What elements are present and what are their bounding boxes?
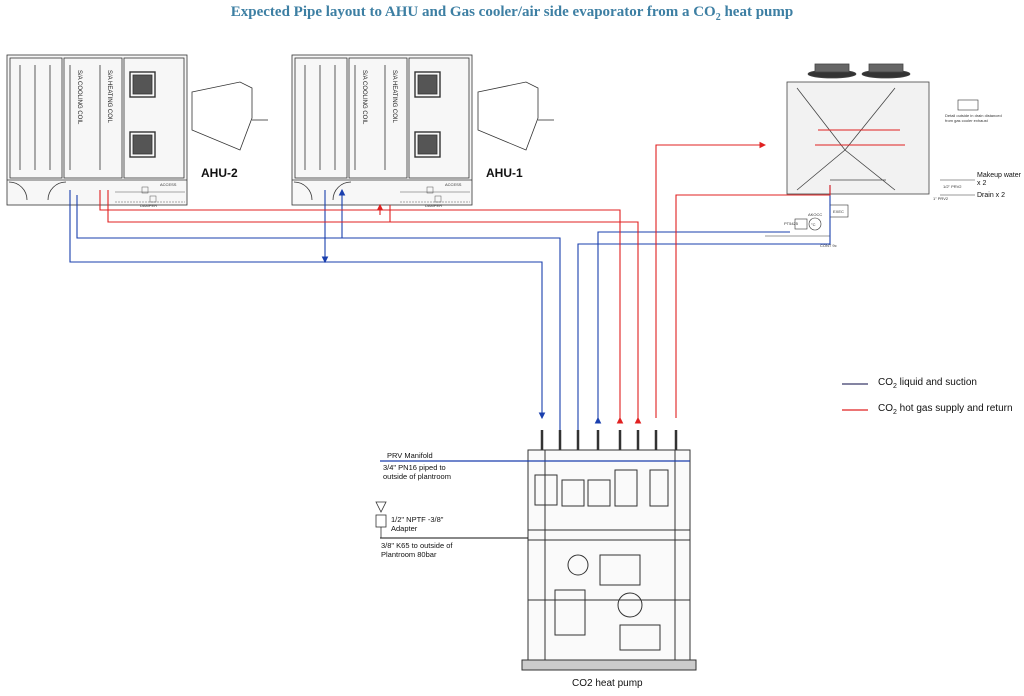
ahu-1-unit [291, 54, 554, 206]
ahu-1-access-label: ACCESS [445, 182, 462, 187]
ahu-2-heating-coil-label: S/A HEATING COIL [106, 70, 112, 124]
gas-cooler-unit [786, 63, 930, 195]
ahu-2-access-label: ACCESS [160, 182, 177, 187]
ahu-2-damper-label: DAMPER [140, 203, 158, 208]
gas-cooler-detail-note: Detail outside in drain distanced from g… [945, 113, 1002, 123]
ahu-2-cooling-coil-label: S/A COOLING COIL [76, 70, 82, 125]
cont-label: CONT 9c [820, 243, 837, 248]
makeup-water-label: Makeup water x 2 [977, 172, 1021, 187]
adapter-label-1: 1/2" NPTF -3/8" [391, 515, 444, 524]
ahu-access-details [115, 186, 470, 203]
heat-pump-label: CO2 heat pump [572, 678, 643, 689]
adapter-label-2: Adapter [391, 524, 418, 533]
red-pipes [99, 129, 905, 424]
prv-manifold-label: PRV Manifold [387, 451, 433, 460]
pt-sensor-label: PT5425 [784, 221, 799, 226]
co2-heat-pump-unit [521, 449, 697, 671]
diagram-title: Expected Pipe layout to AHU and Gas cool… [230, 4, 794, 23]
ahu-2-label: AHU-2 [201, 166, 238, 180]
legend-liquid-suction: CO2 liquid and suction [878, 377, 977, 390]
k65-label-1: 3/8" K65 to outside of [381, 541, 453, 550]
prv-pipe-note-2: outside of plantroom [383, 472, 451, 481]
ahu-1-heating-coil-label: S/A HEATING COIL [391, 70, 397, 124]
heat-pump-stub-pipes [540, 430, 678, 450]
drain-label: Drain x 2 [977, 192, 1006, 199]
legend-hot-gas: CO2 hot gas supply and return [878, 403, 1013, 416]
prv-pipe-note-1: 3/4" PN16 piped to [383, 463, 446, 472]
akocc-label: AKOCC [808, 212, 823, 217]
k65-label-2: Plantroom 80bar [381, 550, 437, 559]
ahu-2-unit [6, 54, 268, 206]
temp-sensor-label: °C [811, 222, 816, 227]
prv-half-inch-label: 1/2" PRV2 [943, 184, 962, 189]
ahu-1-label: AHU-1 [486, 166, 523, 180]
gas-cooler-controls [765, 99, 979, 237]
prv-one-inch-label: 1" PRV2 [933, 196, 949, 201]
ahu-1-cooling-coil-label: S/A COOLING COIL [361, 70, 367, 125]
prv-adapter [375, 501, 387, 538]
blue-pipes [69, 185, 831, 430]
ahu-1-damper-label: DAMPER [425, 203, 443, 208]
exec-label: EXEC [833, 209, 844, 214]
